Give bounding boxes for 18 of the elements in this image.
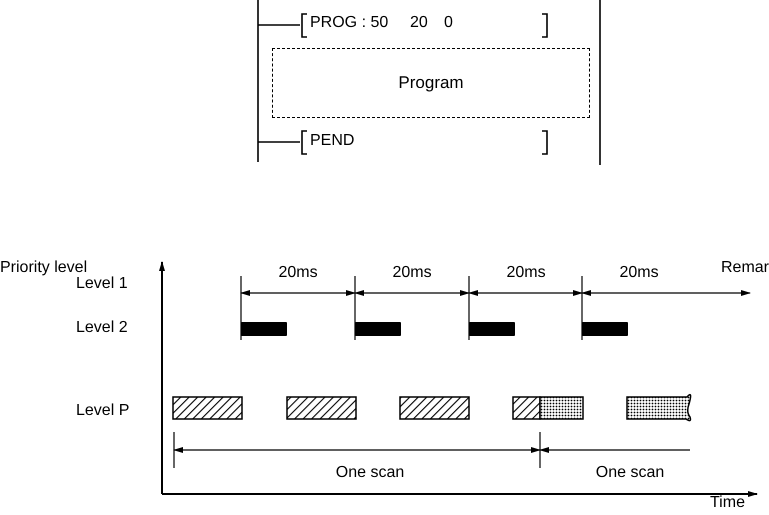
- diagram-label: PROG : 50: [310, 13, 390, 33]
- diagram-label: Level 2: [76, 318, 129, 338]
- diagram-label: PEND: [310, 131, 356, 151]
- diagram-label: Time: [710, 493, 746, 513]
- diagram-label: 20ms: [505, 263, 547, 283]
- program-box: [272, 48, 590, 118]
- diagram-label: One scan: [594, 463, 666, 483]
- diagram-label: 20: [410, 13, 429, 33]
- diagram-label: One scan: [334, 463, 406, 483]
- diagram-label: Remar: [721, 258, 769, 278]
- box-label: Program: [398, 72, 464, 94]
- diagram-label: Priority level: [0, 258, 88, 276]
- diagram-label: Level P: [76, 401, 130, 421]
- diagram-label: 20ms: [391, 263, 433, 283]
- diagram-label: Level 1: [76, 274, 129, 294]
- diagram-label: 20ms: [277, 263, 319, 283]
- diagram-label: 20ms: [618, 263, 660, 283]
- diagram-label: 0: [444, 13, 454, 33]
